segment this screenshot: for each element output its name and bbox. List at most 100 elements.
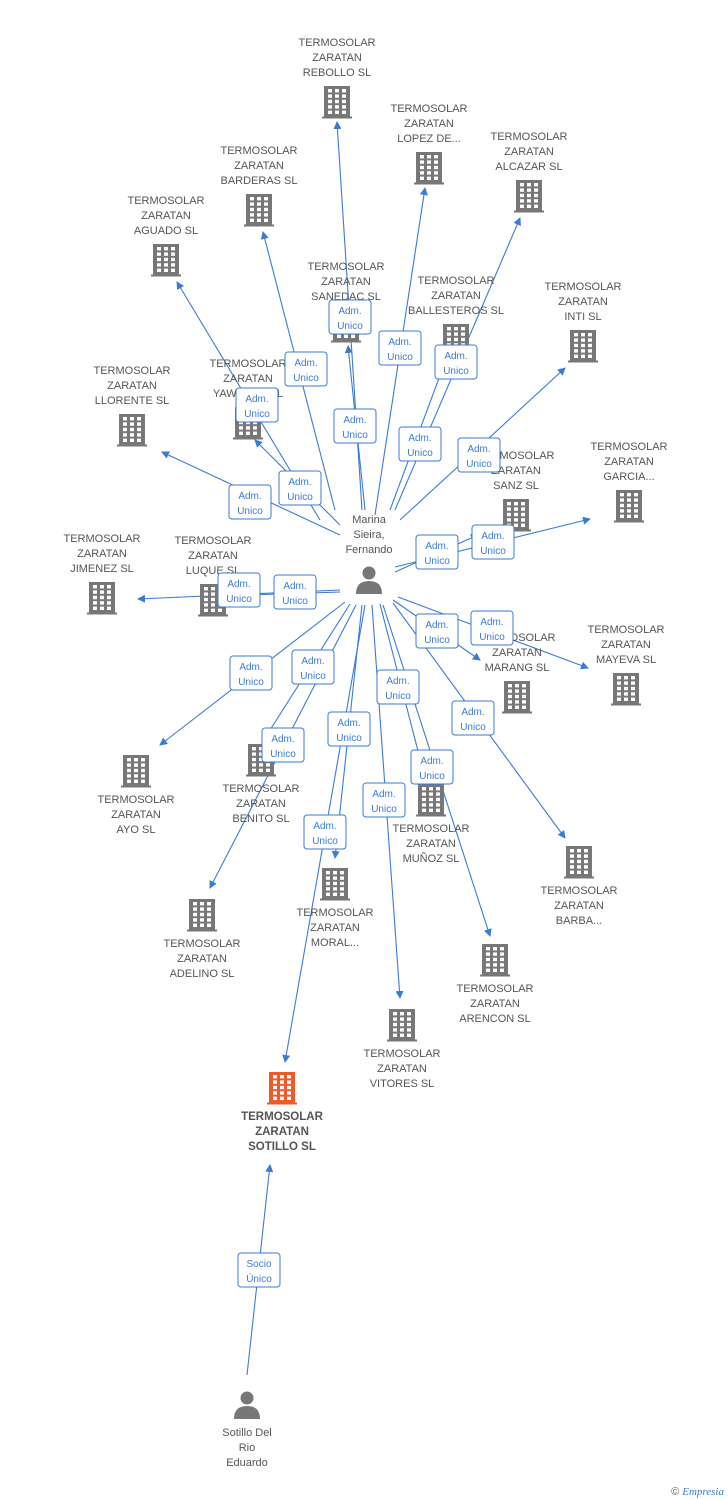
copyright-symbol: ©: [671, 1486, 680, 1498]
relation-label-sanedac[interactable]: Adm. Unico: [333, 408, 377, 444]
svg-text:Unico: Unico: [226, 594, 252, 605]
relation-label-yawesoz[interactable]: Adm.Unico: [278, 470, 322, 506]
relation-label-alcazar[interactable]: Adm. Unico: [434, 344, 478, 380]
svg-text:Unico: Unico: [342, 430, 368, 441]
relation-label-adelino[interactable]: Adm.Unico: [261, 727, 305, 763]
svg-text:Unico: Unico: [244, 409, 270, 420]
svg-text:Adm.: Adm.: [372, 789, 395, 800]
building-icon: [187, 899, 217, 932]
svg-text:Unico: Unico: [287, 492, 313, 503]
building-icon: [564, 846, 594, 879]
relation-label-vitores[interactable]: Adm. Unico: [362, 782, 406, 818]
relation-label-sanz[interactable]: Adm.Unico: [415, 534, 459, 570]
relation-label-inti[interactable]: Adm. Unico: [457, 437, 501, 473]
relation-label-rebollo[interactable]: Adm.Unico: [328, 299, 372, 335]
relation-label-aguado[interactable]: Adm. Unico: [235, 387, 279, 423]
building-icon: [117, 414, 147, 447]
relation-label-mayeva[interactable]: Adm.Unico: [470, 610, 514, 646]
relation-label-marang[interactable]: Adm.Unico: [415, 613, 459, 649]
relation-label-luque[interactable]: Adm.Unico: [273, 574, 317, 610]
svg-text:Adm.: Adm.: [461, 707, 484, 718]
relation-label-jimenez[interactable]: Adm.Unico: [217, 572, 261, 608]
brand-logo[interactable]: Empresia: [682, 1486, 724, 1498]
svg-text:Unico: Unico: [424, 556, 450, 567]
svg-text:Unico: Unico: [371, 804, 397, 815]
building-icon: [121, 755, 151, 788]
svg-text:Unico: Unico: [300, 671, 326, 682]
svg-text:Adm.: Adm.: [271, 734, 294, 745]
building-icon: [414, 152, 444, 185]
relation-label-munoz[interactable]: Adm.Unico: [376, 669, 420, 705]
relation-label-moral[interactable]: Adm.Unico: [327, 711, 371, 747]
svg-text:Adm.: Adm.: [388, 337, 411, 348]
svg-text:Único: Único: [246, 1272, 272, 1285]
svg-text:Adm.: Adm.: [444, 351, 467, 362]
relation-label-benito[interactable]: Adm.Unico: [291, 649, 335, 685]
person-icon: [234, 1391, 260, 1419]
building-icon: [480, 944, 510, 977]
footer: © Empresia: [671, 1486, 724, 1498]
relation-label-barderas[interactable]: Adm.Unico: [284, 351, 328, 387]
svg-text:Adm.: Adm.: [294, 358, 317, 369]
building-icon: [502, 681, 532, 714]
relation-label-ayo[interactable]: Adm.Unico: [229, 655, 273, 691]
relation-label-arencon[interactable]: Adm.Unico: [410, 749, 454, 785]
building-icon: [568, 330, 598, 363]
person-icon: [356, 566, 382, 594]
svg-text:Unico: Unico: [460, 722, 486, 733]
relation-label-lopez[interactable]: Adm.Unico: [378, 330, 422, 366]
svg-text:Adm.: Adm.: [343, 415, 366, 426]
svg-text:Adm.: Adm.: [313, 821, 336, 832]
building-icon: [514, 180, 544, 213]
svg-text:Unico: Unico: [419, 771, 445, 782]
svg-text:Unico: Unico: [466, 459, 492, 470]
svg-text:Unico: Unico: [443, 366, 469, 377]
svg-text:Adm.: Adm.: [338, 306, 361, 317]
svg-text:Adm.: Adm.: [245, 394, 268, 405]
relation-label-ballesteros[interactable]: Adm.Unico: [398, 426, 442, 462]
relation-label-llorente[interactable]: Adm.Unico: [228, 484, 272, 520]
svg-text:Unico: Unico: [237, 506, 263, 517]
relation-label-garcia[interactable]: Adm.Unico: [471, 524, 515, 560]
relation-label-sotillo_sl[interactable]: Adm.Unico: [303, 814, 347, 850]
building-icon: [244, 194, 274, 227]
relation-label-barba[interactable]: Adm. Unico: [451, 700, 495, 736]
svg-text:Adm.: Adm.: [467, 444, 490, 455]
